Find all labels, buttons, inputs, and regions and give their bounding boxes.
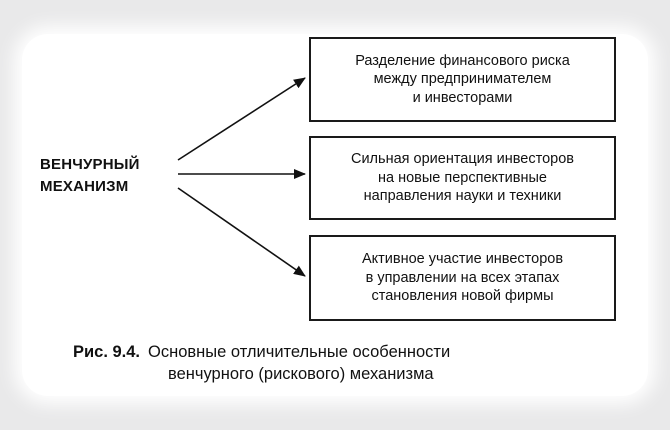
feature-2-line-3: направления науки и техники <box>363 188 562 205</box>
figure-number: Рис. 9.4. <box>73 343 141 361</box>
mechanism-label-line-2: МЕХАНИЗМ <box>40 178 129 195</box>
arrow-to-feature-3 <box>177 187 306 277</box>
feature-3-line-2: в управлении на всех этапах <box>365 269 560 286</box>
caption-text-2: венчурного (рискового) механизма <box>168 365 434 383</box>
feature-box-risk-sharing: Разделение финансового риска между предп… <box>309 37 616 122</box>
feature-box-science-orientation: Сильная ориентация инвесторов на новые п… <box>309 136 616 220</box>
feature-3-line-1: Активное участие инвесторов <box>361 251 564 268</box>
feature-1-line-2: между предпринимателем <box>373 71 552 88</box>
arrow-to-feature-1 <box>177 77 306 161</box>
mechanism-label-line-1: ВЕНЧУРНЫЙ <box>40 156 140 173</box>
mechanism-label: ВЕНЧУРНЫЙ МЕХАНИЗМ <box>40 154 180 198</box>
feature-box-investor-participation: Активное участие инвесторов в управлении… <box>309 235 616 321</box>
feature-3-line-3: становления новой фирмы <box>371 288 554 305</box>
feature-1-line-3: и инвесторами <box>412 89 513 106</box>
feature-1-line-1: Разделение финансового риска <box>355 52 570 69</box>
caption-text-1: Основные отличительные особенности <box>148 343 451 361</box>
feature-2-line-2: на новые перспективные <box>378 169 547 186</box>
caption-line-1: Рис. 9.4. Основные отличительные особенно… <box>73 341 450 363</box>
figure-caption: Рис. 9.4. Основные отличительные особенно… <box>73 341 450 385</box>
feature-2-line-1: Сильная ориентация инвесторов <box>350 151 574 168</box>
